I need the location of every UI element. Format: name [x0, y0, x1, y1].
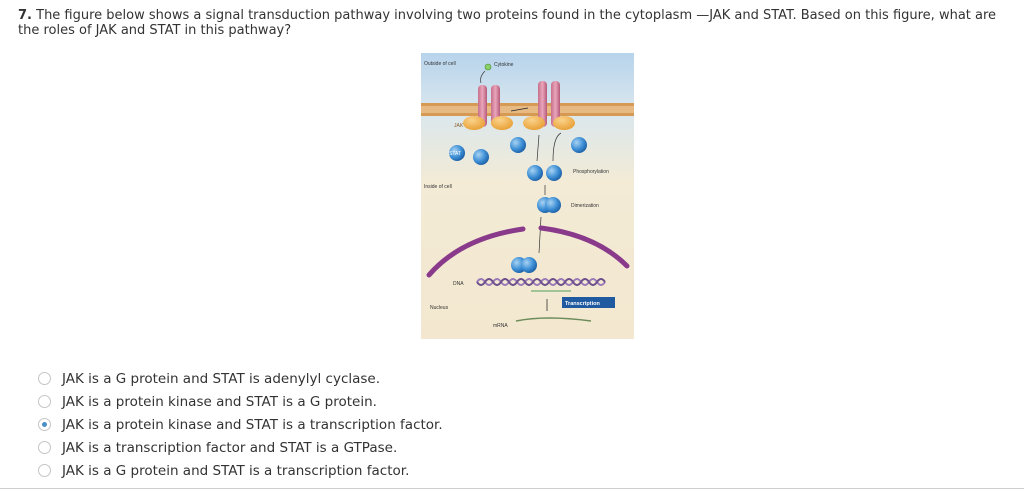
- transcription-box: [562, 297, 615, 308]
- stat-proteins-free: [449, 137, 587, 213]
- stat-dimer-bound-right: [521, 257, 537, 273]
- answer-option-label: JAK is a protein kinase and STAT is a tr…: [62, 416, 443, 433]
- figure-background: [421, 53, 634, 339]
- answer-option-3[interactable]: JAK is a protein kinase and STAT is a tr…: [38, 413, 443, 436]
- answer-option-label: JAK is a transcription factor and STAT i…: [62, 439, 398, 456]
- answer-option-2[interactable]: JAK is a protein kinase and STAT is a G …: [38, 390, 443, 413]
- phosphorylation-arrow-right: [552, 132, 562, 162]
- nuclear-import-arrow: [538, 216, 542, 254]
- nuclear-envelope: [426, 225, 630, 278]
- mrna-strand: [515, 317, 592, 322]
- phosphorylation-arrow-left: [536, 134, 540, 162]
- outside-cell-label: Outside of cell: [424, 61, 456, 67]
- receptor-right: [523, 81, 575, 130]
- radio-button[interactable]: [38, 395, 51, 408]
- answer-options: JAK is a G protein and STAT is adenylyl …: [38, 367, 443, 482]
- answer-option-1[interactable]: JAK is a G protein and STAT is adenylyl …: [38, 367, 443, 390]
- transcription-label: Transcription: [565, 301, 600, 307]
- answer-option-4[interactable]: JAK is a transcription factor and STAT i…: [38, 436, 443, 459]
- cytokine-arrow: [480, 70, 486, 84]
- answer-option-label: JAK is a protein kinase and STAT is a G …: [62, 393, 377, 410]
- mrna-label: mRNA: [493, 323, 508, 329]
- radio-button[interactable]: [38, 441, 51, 454]
- radio-button[interactable]: [38, 464, 51, 477]
- answer-option-5[interactable]: JAK is a G protein and STAT is a transcr…: [38, 459, 443, 482]
- bottom-divider: [0, 488, 1024, 489]
- receptor-left: [463, 85, 513, 130]
- dimerization-label: Dimerization: [571, 203, 599, 209]
- question-number: 7.: [18, 8, 32, 23]
- dna-label: DNA: [453, 281, 464, 287]
- jak-label: JAK: [454, 123, 464, 129]
- jak-stat-pathway-figure: Outside of cell Cytokine JAK STAT Inside…: [421, 53, 634, 339]
- radio-button[interactable]: [38, 372, 51, 385]
- dna-strand: [476, 278, 606, 286]
- nucleus-label: Nucleus: [430, 305, 449, 311]
- activation-arrow: [510, 107, 529, 112]
- cytokine-label: Cytokine: [494, 62, 514, 68]
- question-text: 7. The figure below shows a signal trans…: [18, 8, 1018, 38]
- radio-button-selected[interactable]: [38, 418, 51, 431]
- inside-cell-label: Inside of cell: [424, 184, 452, 190]
- question-body: The figure below shows a signal transduc…: [18, 8, 997, 38]
- cytokine-molecule: [484, 63, 492, 71]
- phosphorylation-label: Phosphorylation: [573, 169, 609, 175]
- stat-label: STAT: [449, 151, 461, 157]
- cell-membrane: [421, 103, 634, 116]
- answer-option-label: JAK is a G protein and STAT is adenylyl …: [62, 370, 381, 387]
- answer-option-label: JAK is a G protein and STAT is a transcr…: [62, 462, 410, 479]
